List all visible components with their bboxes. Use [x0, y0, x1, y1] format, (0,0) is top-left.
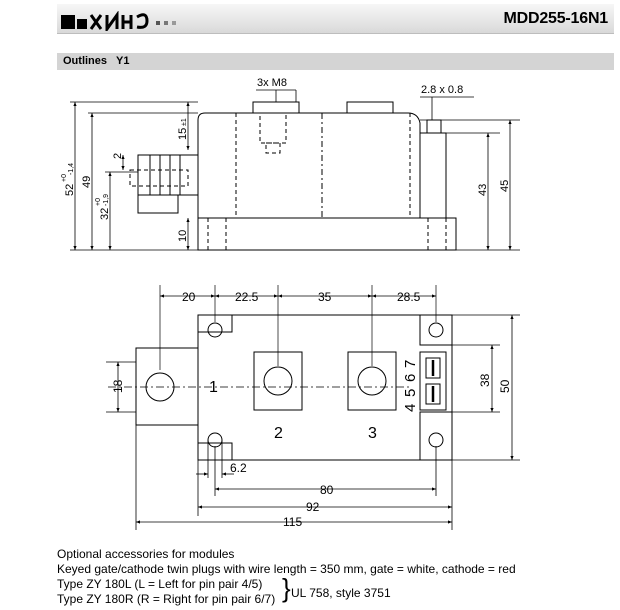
left-terminal [137, 154, 199, 196]
svg-text:-1,4: -1,4 [68, 163, 75, 175]
notes-line-plugs: Keyed gate/cathode twin plugs with wire … [57, 562, 516, 576]
top-view [108, 285, 453, 461]
mount-hole-tl [207, 322, 223, 338]
dim-h18: 18 [111, 379, 125, 393]
side-view [129, 101, 457, 251]
screw-head-1 [252, 101, 300, 114]
housing-body [197, 112, 421, 218]
section-code: Y1 [116, 55, 130, 67]
pin-6-label: 6 [402, 374, 419, 382]
pin-4-label: 4 [402, 404, 419, 412]
dim-pin-offset: 2 [112, 153, 124, 159]
dim-w35: 35 [318, 290, 332, 304]
aux-pin-block [419, 351, 447, 411]
dim-height-45: 45 [499, 180, 511, 192]
section-bar: Outlines Y1 [57, 53, 614, 70]
notes-brace: } [282, 573, 291, 603]
svg-text:+0: +0 [61, 174, 68, 182]
dim-w20: 20 [182, 290, 196, 304]
pin-size-label: 2.8 x 0.8 [421, 84, 463, 96]
dim-w22-5: 22.5 [235, 290, 259, 304]
notes-line-zy180r: Type ZY 180R (R = Right for pin pair 6/7… [57, 592, 276, 606]
svg-text:±1: ±1 [181, 118, 188, 126]
mount-hole-tr [428, 322, 444, 338]
top-housing [197, 314, 453, 461]
dim-height-49: 49 [81, 176, 93, 188]
notes-heading: Optional accessories for modules [57, 547, 235, 561]
dim-height-32: 32 [99, 208, 111, 220]
screw-thread [259, 112, 287, 144]
pin-5-label: 5 [402, 389, 419, 397]
dim-w80: 80 [320, 483, 334, 497]
dim-base-height: 10 [177, 230, 189, 242]
notes-line-zy180l: Type ZY 180L (L = Left for pin pair 4/5) [57, 577, 263, 591]
dim-height-total: 52 [64, 184, 76, 196]
terminal-2-label: 2 [274, 425, 283, 442]
dim-screw-height: 15 [177, 128, 189, 140]
dim-h38: 38 [478, 373, 492, 387]
part-number: MDD255-16N1 [503, 10, 608, 27]
dim-w115: 115 [283, 515, 302, 529]
svg-text:+0: +0 [95, 198, 102, 206]
side-view-labels: 3x M8 2.8 x 0.8 15 ±1 2 52 +0 -1,4 49 32… [61, 77, 511, 242]
accessories-notes: Optional accessories for modules Keyed g… [57, 547, 516, 607]
dim-w92: 92 [306, 500, 320, 514]
mount-hole-br [428, 432, 444, 448]
side-view-dimensions [70, 89, 520, 251]
left-busbar [135, 347, 199, 426]
svg-text:-1,9: -1,9 [103, 194, 110, 206]
brand-logo-icon [61, 11, 176, 31]
pin-7-label: 7 [402, 360, 419, 368]
dim-hole-6-2: 6.2 [230, 461, 247, 475]
terminal-1-label: 1 [209, 379, 218, 396]
aux-pin [426, 119, 442, 134]
base-plate [197, 217, 457, 251]
screw-label: 3x M8 [257, 77, 287, 89]
dim-w28-5: 28.5 [397, 290, 421, 304]
ul-rating: UL 758, style 3751 [291, 586, 391, 600]
section-label: Outlines [63, 55, 108, 67]
screw-head-2 [346, 101, 394, 114]
dim-height-43: 43 [477, 184, 489, 196]
page-header: MDD255-16N1 [57, 4, 614, 34]
top-view-labels: 20 22.5 35 28.5 18 38 50 6.2 80 92 115 1… [111, 290, 512, 529]
terminal-3-label: 3 [368, 425, 377, 442]
dim-h50: 50 [498, 379, 512, 393]
top-view-dimensions [106, 294, 520, 530]
pin-housing [420, 132, 447, 218]
mount-hole-bl [207, 432, 223, 448]
